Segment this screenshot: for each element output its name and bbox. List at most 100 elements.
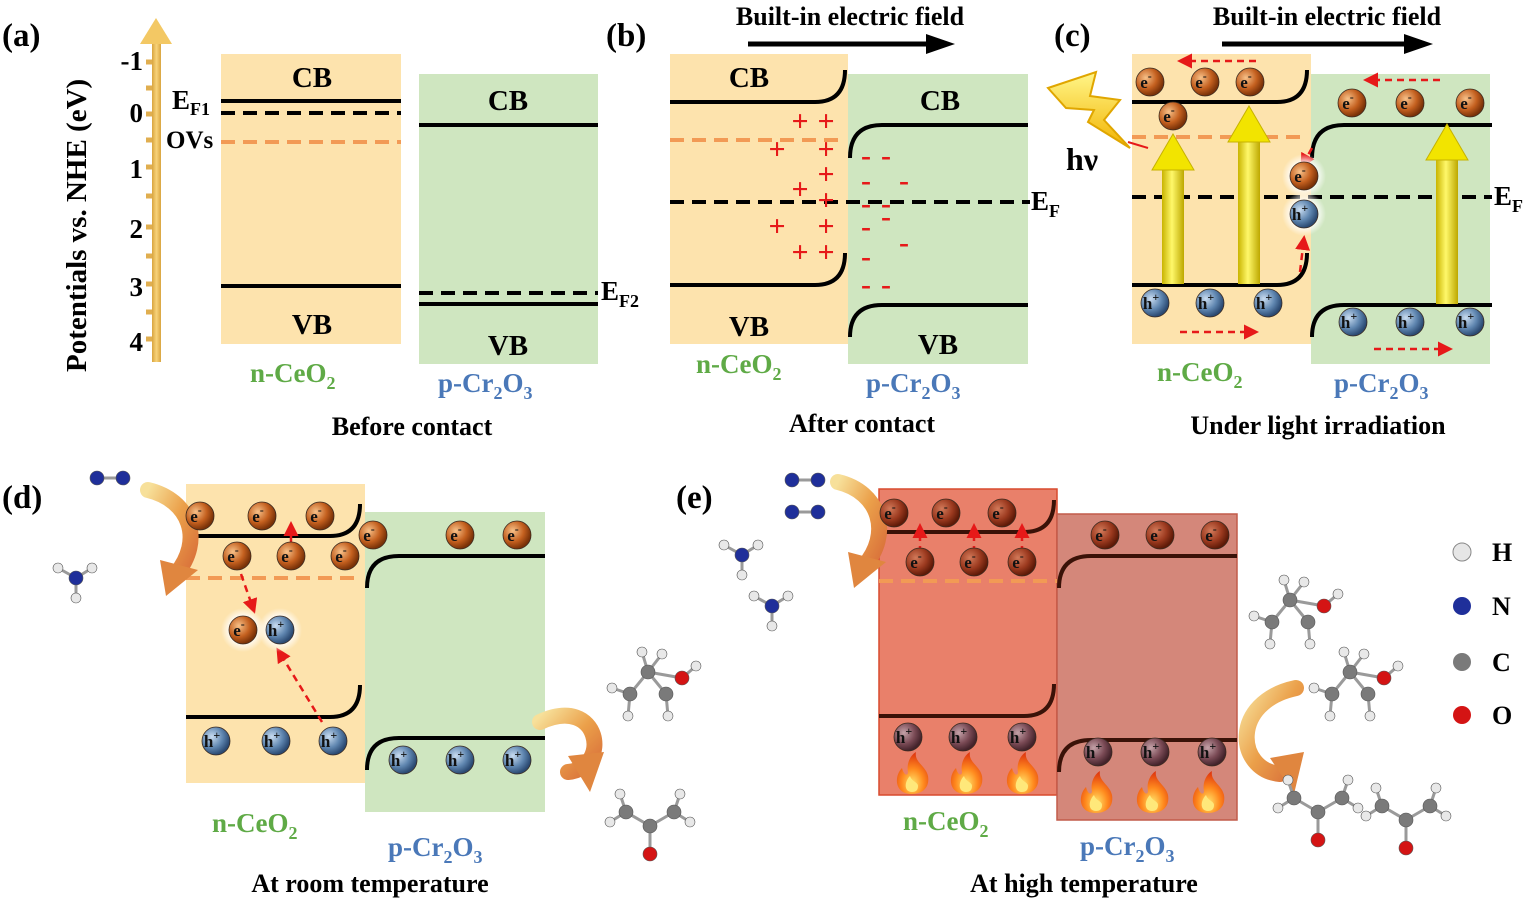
hole-icon: h+ xyxy=(1395,307,1425,337)
svg-text:e-: e- xyxy=(363,522,375,545)
ef1-label: EF1 xyxy=(172,85,210,119)
svg-text:h+: h+ xyxy=(1398,309,1414,332)
svg-text:e-: e- xyxy=(910,549,922,572)
flame-icon xyxy=(1192,771,1225,813)
carrier-flow-arrows xyxy=(1177,53,1453,357)
electron-icon: e- xyxy=(931,498,961,528)
p-cr2o3-label: p-Cr2O3 xyxy=(1080,831,1175,866)
svg-text:h+: h+ xyxy=(1010,724,1026,747)
svg-text:h+: h+ xyxy=(1458,309,1474,332)
ef2-label: EF2 xyxy=(601,276,639,311)
cr2o3-band-block-hot xyxy=(1056,513,1238,821)
reaction-arrow-head xyxy=(1270,752,1304,794)
ceo2-vb-bent xyxy=(1132,252,1309,287)
legend-item-c: C xyxy=(1453,648,1511,677)
hole-icon: h+ xyxy=(1007,722,1037,752)
nh3-molecule-icon xyxy=(718,539,764,581)
svg-text:e-: e- xyxy=(335,543,347,566)
electron-icon: e- xyxy=(959,547,989,577)
svg-text:-: - xyxy=(861,164,871,197)
svg-text:e-: e- xyxy=(281,543,293,566)
reaction-arrow xyxy=(830,474,888,574)
n2-molecule-icon xyxy=(89,470,131,486)
hole-icon: h+ xyxy=(1195,288,1225,318)
tick-label: 1 xyxy=(130,154,144,184)
acetone-molecule-icon xyxy=(604,788,696,862)
p-cr2o3-label: p-Cr2O3 xyxy=(438,368,533,403)
svg-text:h+: h+ xyxy=(391,747,407,770)
panel-a: (a) -1 0 1 2 3 4 Potentials vs. NHE (eV)… xyxy=(2,18,639,441)
svg-text:-: - xyxy=(899,226,909,259)
panel-e-letter: (e) xyxy=(676,480,713,516)
reaction-arrow xyxy=(140,482,199,582)
excitation-arrows xyxy=(1151,105,1469,304)
cr2o3-cb-bent xyxy=(1057,554,1237,589)
hole-icon: h+ xyxy=(1253,288,1283,318)
svg-text:e-: e- xyxy=(227,543,239,566)
svg-text:e-: e- xyxy=(1195,69,1207,92)
hole-icon: h+ xyxy=(388,745,418,775)
svg-text:e-: e- xyxy=(1205,522,1217,545)
cb-label: CB xyxy=(920,85,960,117)
svg-text:e-: e- xyxy=(233,617,245,640)
svg-text:+: + xyxy=(791,173,808,206)
svg-text:e-: e- xyxy=(1240,69,1252,92)
svg-text:h+: h+ xyxy=(1198,290,1214,313)
svg-text:h+: h+ xyxy=(1086,739,1102,762)
legend-label: C xyxy=(1492,648,1511,677)
isopropanol-molecule-icon xyxy=(1248,574,1344,650)
svg-text:e-: e- xyxy=(1095,522,1107,545)
vb-label: VB xyxy=(729,311,769,343)
cb-label: CB xyxy=(729,62,769,94)
hole-icon: h+ xyxy=(1338,307,1368,337)
hole-icon: h+ xyxy=(1197,737,1227,767)
svg-text:+: + xyxy=(817,133,834,166)
electron-icon: e- xyxy=(1235,67,1265,97)
light-pointer xyxy=(1127,141,1149,149)
electron-icon: e- xyxy=(502,520,532,550)
hole-icon: h+ xyxy=(445,745,475,775)
svg-text:h+: h+ xyxy=(204,728,220,751)
flame-icons xyxy=(896,752,1225,813)
reaction-arrow-head xyxy=(160,560,198,596)
svg-text:e-: e- xyxy=(936,500,948,523)
ceo2-vb-bent xyxy=(186,684,362,719)
svg-text:-: - xyxy=(881,200,891,233)
ovs-label: OVs xyxy=(166,127,214,154)
svg-text:+: + xyxy=(768,210,785,243)
tick-label: 2 xyxy=(130,214,144,244)
carbon-atom-icon xyxy=(1453,653,1471,671)
isopropanol-molecule-icon xyxy=(1308,646,1404,722)
panel-d-letter: (d) xyxy=(2,480,42,516)
vb-label: VB xyxy=(918,329,958,361)
flame-icon xyxy=(1080,771,1113,813)
hydrogen-atom-icon xyxy=(1452,542,1472,562)
hole-icon: h+ xyxy=(318,726,348,756)
legend-item-o: O xyxy=(1453,701,1512,730)
positive-charges: ++ ++ + ++ ++ ++ xyxy=(768,105,834,269)
svg-text:e-: e- xyxy=(1140,69,1152,92)
svg-text:e-: e- xyxy=(190,503,202,526)
negative-charges: -- -- -- -- - - -- xyxy=(861,139,909,301)
vb-label: VB xyxy=(292,309,332,341)
nitrogen-atom-icon xyxy=(1453,597,1471,615)
legend-item-h: H xyxy=(1452,538,1512,567)
svg-text:e-: e- xyxy=(310,503,322,526)
oxygen-atom-icon xyxy=(1453,706,1471,724)
svg-text:-: - xyxy=(881,268,891,301)
reaction-arrow xyxy=(1238,680,1304,782)
svg-text:h+: h+ xyxy=(1341,309,1357,332)
electron-icon: e- xyxy=(1200,520,1230,550)
cr2o3-band-block xyxy=(848,74,1028,364)
svg-text:+: + xyxy=(817,236,834,269)
cr2o3-vb-bent xyxy=(848,303,1028,338)
electron-icon: e- xyxy=(1145,520,1175,550)
svg-text:h+: h+ xyxy=(321,728,337,751)
svg-text:e-: e- xyxy=(992,500,1004,523)
hole-icon: h+ xyxy=(261,726,291,756)
caption-under-light: Under light irradiation xyxy=(1190,411,1446,440)
svg-text:-: - xyxy=(899,164,909,197)
ef-label: EF xyxy=(1494,181,1523,216)
svg-text:e-: e- xyxy=(1342,90,1354,113)
